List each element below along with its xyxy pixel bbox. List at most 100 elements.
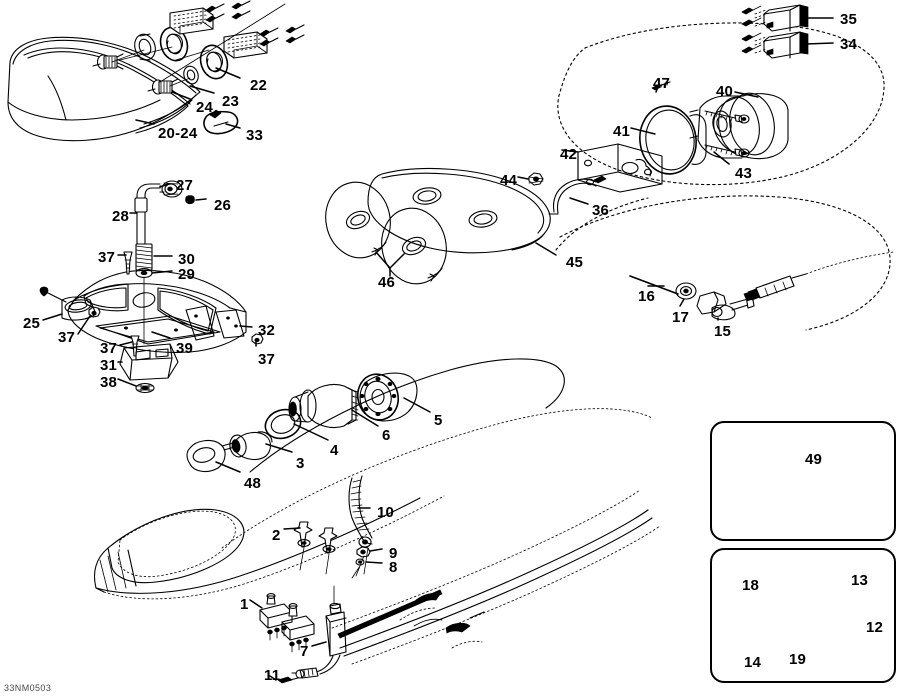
callout-28: 28 bbox=[112, 208, 130, 225]
headlight-ring-23 bbox=[134, 33, 156, 62]
callout-6: 6 bbox=[382, 427, 391, 444]
callout-37-d: 37 bbox=[258, 351, 276, 368]
callout-17: 17 bbox=[672, 309, 690, 326]
nut-37-left bbox=[88, 306, 101, 318]
switch-dial-5 bbox=[356, 372, 418, 422]
callout-31: 31 bbox=[100, 357, 118, 374]
gauge-body-40 bbox=[689, 92, 789, 160]
callout-34: 34 bbox=[840, 36, 858, 53]
gauge-ring-41 bbox=[639, 105, 707, 175]
headlight-bulb-socket-a bbox=[92, 53, 124, 70]
headlight-clip-33 bbox=[203, 109, 239, 135]
callout-33: 33 bbox=[246, 127, 264, 144]
callout-42: 42 bbox=[560, 146, 578, 163]
disc-assembly bbox=[325, 168, 557, 285]
sensor-cable-assembly bbox=[629, 251, 895, 321]
ignition-switch-assembly bbox=[186, 372, 431, 473]
callout-8: 8 bbox=[389, 559, 398, 576]
callout-48: 48 bbox=[244, 475, 262, 492]
callout-27: 27 bbox=[176, 177, 194, 194]
disc-46-b bbox=[381, 207, 447, 285]
switch-body-6 bbox=[288, 383, 359, 429]
callout-37-a: 37 bbox=[98, 249, 116, 266]
sheet-id-watermark: 33NM0503 bbox=[4, 683, 52, 693]
callout-23: 23 bbox=[222, 93, 240, 110]
gauge-assembly bbox=[517, 4, 891, 331]
callout-13: 13 bbox=[851, 572, 869, 589]
callout-40: 40 bbox=[716, 83, 734, 100]
screw-37-lower bbox=[130, 335, 140, 357]
gauge-screw-43b bbox=[704, 144, 750, 158]
headlight-connector-block-a bbox=[169, 7, 214, 35]
callout-46: 46 bbox=[378, 274, 396, 291]
connector-34 bbox=[741, 31, 809, 59]
callout-2: 2 bbox=[272, 527, 281, 544]
callout-45: 45 bbox=[566, 254, 584, 271]
callout-43: 43 bbox=[735, 165, 753, 182]
screw-2-b bbox=[318, 527, 338, 554]
callout-12: 12 bbox=[866, 619, 884, 636]
inset-box-coil bbox=[710, 548, 896, 683]
callout-35: 35 bbox=[840, 11, 858, 28]
callout-38: 38 bbox=[100, 374, 118, 391]
callout-16: 16 bbox=[638, 288, 656, 305]
callout-37-b: 37 bbox=[58, 329, 76, 346]
headlight-assembly bbox=[7, 0, 305, 142]
callout-22: 22 bbox=[250, 77, 268, 94]
washer-38 bbox=[135, 382, 155, 394]
callout-3: 3 bbox=[296, 455, 305, 472]
terminal-11 bbox=[277, 676, 299, 684]
inset-box-key bbox=[710, 421, 896, 541]
headlight-bulb-22b bbox=[199, 44, 229, 80]
bracket-25 bbox=[39, 286, 97, 321]
callout-47: 47 bbox=[653, 75, 671, 92]
switch-1-a bbox=[259, 593, 293, 641]
disc-46-a bbox=[325, 181, 391, 259]
headlight-bulb-socket-b bbox=[147, 78, 179, 95]
callout-30: 30 bbox=[178, 251, 196, 268]
callout-9: 9 bbox=[389, 545, 398, 562]
harness-10 bbox=[348, 475, 373, 548]
switch-ring-4 bbox=[264, 408, 302, 440]
connector-35 bbox=[741, 4, 809, 32]
callout-19: 19 bbox=[789, 651, 807, 668]
bracket-42 bbox=[577, 143, 663, 193]
callout-14: 14 bbox=[744, 654, 762, 671]
nut-37-right bbox=[251, 333, 264, 345]
callout-10: 10 bbox=[377, 504, 395, 521]
callout-36: 36 bbox=[592, 202, 610, 219]
spring-30 bbox=[135, 243, 153, 271]
callout-7: 7 bbox=[300, 643, 309, 660]
callout-5: 5 bbox=[434, 412, 443, 429]
sensor-15 bbox=[696, 291, 755, 321]
washer-17 bbox=[675, 282, 697, 300]
body-outline bbox=[93, 358, 661, 665]
callout-1: 1 bbox=[240, 596, 249, 613]
relay-7 bbox=[291, 585, 347, 679]
callout-26: 26 bbox=[214, 197, 232, 214]
cable-connector bbox=[743, 251, 895, 302]
gauge-screw-43a bbox=[704, 110, 750, 124]
headlight-bulb-22a bbox=[159, 26, 189, 62]
cap-26 bbox=[185, 195, 195, 205]
callout-41: 41 bbox=[613, 123, 631, 140]
nut-44 bbox=[528, 172, 544, 186]
callout-39: 39 bbox=[176, 340, 194, 357]
wire-36 bbox=[548, 175, 607, 215]
callout-15: 15 bbox=[714, 323, 732, 340]
callout-29: 29 bbox=[178, 266, 196, 283]
callout-25: 25 bbox=[23, 315, 41, 332]
key-48 bbox=[186, 439, 239, 473]
switch-1-b bbox=[281, 603, 315, 653]
callout-11: 11 bbox=[264, 667, 281, 684]
callout-4: 4 bbox=[330, 442, 339, 459]
callout-18: 18 bbox=[742, 577, 760, 594]
bottom-switch-assembly bbox=[249, 475, 383, 684]
housing-31 bbox=[119, 343, 179, 381]
callout-49: 49 bbox=[805, 451, 823, 468]
headlight-ring-23b bbox=[183, 65, 199, 85]
callout-37-c: 37 bbox=[100, 340, 118, 357]
callout-24: 24 bbox=[196, 99, 214, 116]
screw-2-a bbox=[293, 521, 313, 548]
